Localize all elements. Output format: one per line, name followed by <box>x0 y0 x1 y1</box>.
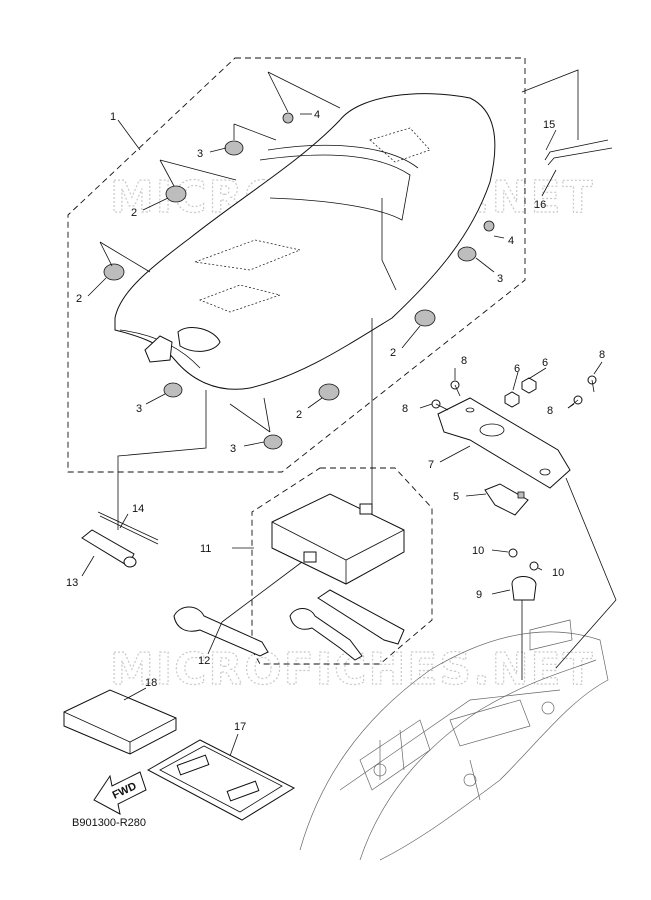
nut-4a <box>282 112 294 124</box>
fwd-arrow: FWD <box>93 771 147 815</box>
callout-10b: 10 <box>552 567 564 579</box>
damper-2b <box>103 263 125 281</box>
callout-3a: 3 <box>197 148 203 160</box>
callout-3d: 3 <box>230 443 236 455</box>
damper-3b <box>457 246 477 262</box>
callout-2d: 2 <box>296 409 302 421</box>
callout-5: 5 <box>453 491 459 503</box>
damper-3d <box>263 434 283 450</box>
callout-8a: 8 <box>461 355 467 367</box>
document-case <box>146 739 296 821</box>
callout-8b: 8 <box>402 403 408 415</box>
diagram-code: B901300-R280 <box>72 817 146 829</box>
callout-4a: 4 <box>314 109 320 121</box>
rear-frame <box>299 619 609 861</box>
callout-4b: 4 <box>508 235 514 247</box>
callout-17: 17 <box>234 721 246 733</box>
callout-9: 9 <box>476 589 482 601</box>
callout-15: 15 <box>543 119 555 131</box>
callout-3b: 3 <box>497 273 503 285</box>
callout-12: 12 <box>198 655 210 667</box>
cable-guide <box>508 548 539 680</box>
damper-2c <box>414 309 436 327</box>
callout-8d: 8 <box>599 349 605 361</box>
callout-labels: 1 2 2 2 2 3 3 3 3 4 4 5 6 6 7 8 8 8 8 9 … <box>66 109 605 733</box>
tool-bag <box>271 493 405 585</box>
spanner <box>173 606 269 657</box>
callout-2b: 2 <box>76 293 82 305</box>
damper-2d <box>318 383 340 401</box>
callout-16: 16 <box>534 199 546 211</box>
callout-6b: 6 <box>542 357 548 369</box>
callout-10a: 10 <box>472 545 484 557</box>
damper-3a <box>224 140 244 156</box>
callout-6a: 6 <box>514 363 520 375</box>
seat <box>114 93 496 390</box>
callout-18: 18 <box>145 677 157 689</box>
seat-bracket <box>437 397 571 489</box>
hex-wrenches <box>521 69 613 166</box>
damper-2a <box>165 185 187 203</box>
callout-14: 14 <box>132 503 144 515</box>
toolkit-wrenches <box>289 589 405 661</box>
callout-11: 11 <box>200 543 211 555</box>
damper-parts <box>103 112 495 450</box>
callout-7: 7 <box>428 459 434 471</box>
owners-manual <box>63 689 177 755</box>
callout-13: 13 <box>66 577 78 589</box>
damper-3c <box>163 382 183 398</box>
callout-2a: 2 <box>131 207 137 219</box>
leader-lines <box>81 71 617 757</box>
callout-8c: 8 <box>547 405 553 417</box>
callout-2c: 2 <box>390 347 396 359</box>
callout-1: 1 <box>110 111 116 123</box>
toolkit-boundary <box>251 467 433 665</box>
latch <box>484 483 529 516</box>
screwdriver <box>81 511 159 568</box>
callout-3c: 3 <box>136 403 142 415</box>
seat-assembly-boundary <box>67 57 526 473</box>
nut-4b <box>483 220 495 232</box>
